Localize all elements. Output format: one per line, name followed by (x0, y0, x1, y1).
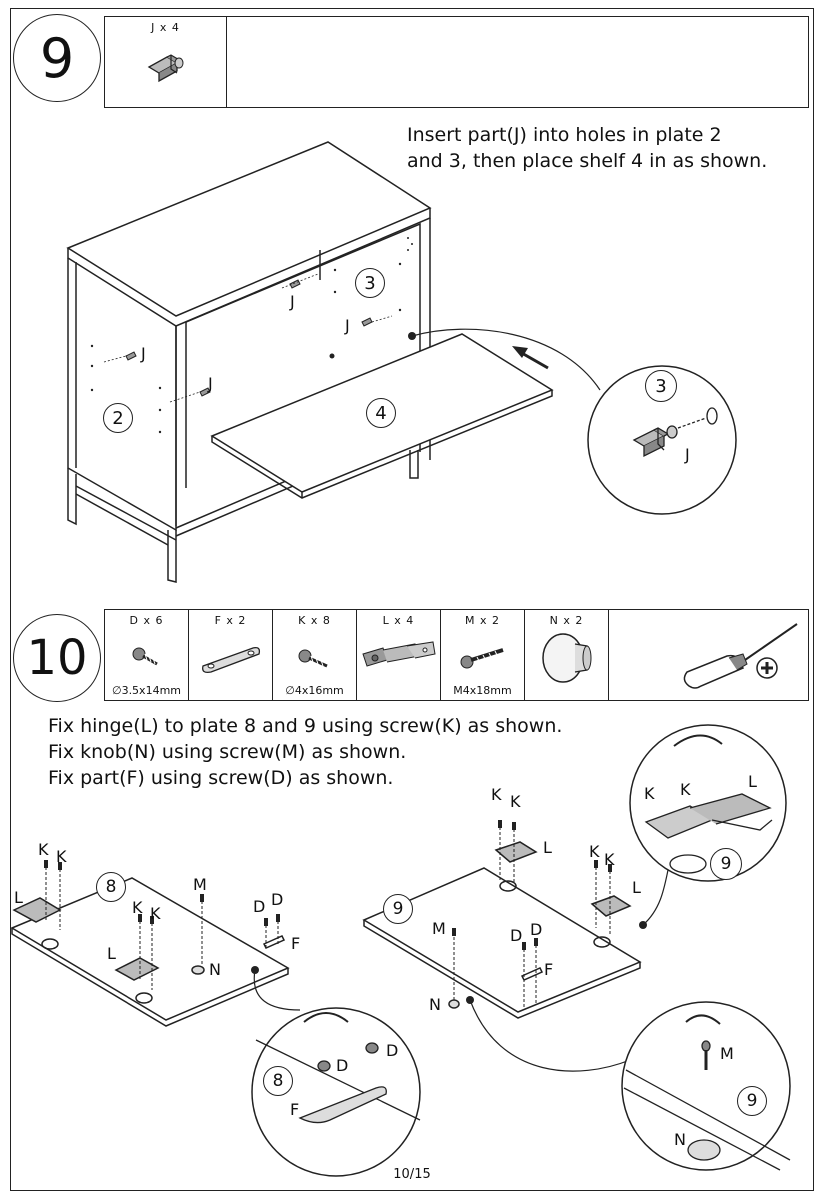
screw-k-label-2: K (56, 847, 67, 866)
detail-9-hinge-label: 9 (710, 848, 742, 880)
detail-8-label: 8 (263, 1066, 293, 1096)
screw-k-label-3: K (132, 898, 143, 917)
screw-icon (298, 649, 328, 668)
pin-j-label-4: J (345, 316, 350, 335)
hinge-l-label-2: L (107, 944, 116, 963)
pin-j-label-1: J (141, 344, 146, 363)
detail-screw-m-label: M (720, 1044, 734, 1063)
part-n-qty: N x 2 (549, 614, 584, 627)
screw-k-label-7: K (589, 842, 600, 861)
detail-3-label: 3 (645, 370, 677, 402)
connector-plate-icon (202, 646, 261, 674)
detail-knob-n-label: N (674, 1130, 686, 1149)
pin-j-label-2: J (208, 374, 213, 393)
plate-2-label: 2 (103, 403, 133, 433)
screw-k-label-8: K (604, 850, 615, 869)
step-10-instruction: Fix hinge(L) to plate 8 and 9 using scre… (48, 715, 563, 789)
hinge-l-label-4: L (632, 878, 641, 897)
part-m-spec: M4x18mm (453, 684, 512, 697)
part-k-spec: ∅4x16mm (285, 684, 344, 697)
hinge-l-label-1: L (14, 888, 23, 907)
part-cell-k: K x 8 ∅4x16mm (273, 610, 357, 700)
knob-n-label-2: N (429, 995, 441, 1014)
detail-screw-k-label-1: K (644, 784, 655, 803)
part-k-qty: K x 8 (298, 614, 331, 627)
page-number: 10/15 (393, 1167, 431, 1182)
part-f-qty: F x 2 (214, 614, 247, 627)
step-9-instruction: Insert part(J) into holes in plate 2 and… (407, 124, 768, 172)
screw-k-label-6: K (510, 792, 521, 811)
detail-part-f-label: F (290, 1100, 300, 1119)
pin-j-label-3: J (290, 292, 295, 311)
hinge-icon (362, 641, 436, 667)
part-cell-m: M x 2 M4x18mm (441, 610, 525, 700)
part-cell-j: J x 4 (105, 17, 227, 107)
screw-k-label-1: K (38, 840, 49, 859)
step-10-parts-box: D x 6 ∅3.5x14mm F x 2 K x 8 ∅4x16mm L x … (104, 609, 809, 701)
plate-8-label: 8 (96, 872, 126, 902)
detail-9-knob-label: 9 (737, 1086, 767, 1116)
step-9-parts-box: J x 4 (104, 16, 809, 108)
screw-icon (132, 647, 158, 666)
part-cell-d: D x 6 ∅3.5x14mm (105, 610, 189, 700)
part-cell-n: N x 2 (525, 610, 609, 700)
detail-screw-k-label-2: K (680, 780, 691, 799)
part-cell-f: F x 2 (189, 610, 273, 700)
screw-d-label-3: D (510, 926, 523, 945)
detail-screw-d-label-2: D (386, 1041, 399, 1060)
screwdriver-icon (683, 623, 798, 689)
screw-k-label-4: K (150, 904, 161, 923)
part-d-spec: ∅3.5x14mm (111, 684, 181, 697)
shelf-4-label: 4 (366, 398, 396, 428)
part-m-qty: M x 2 (465, 614, 500, 627)
part-f-label-2: F (544, 960, 554, 979)
step-10-number: 10 (13, 614, 101, 702)
screw-d-label-4: D (530, 920, 543, 939)
detail-j-label: J (685, 445, 690, 464)
part-j-qty: J x 4 (151, 21, 180, 34)
screw-m-label-1: M (193, 875, 207, 894)
screw-d-label-1: D (253, 897, 266, 916)
part-f-label-1: F (291, 934, 301, 953)
hinge-l-label-3: L (543, 838, 552, 857)
knob-n-label-1: N (209, 960, 221, 979)
bolt-icon (460, 648, 504, 669)
step-9-number: 9 (13, 14, 101, 102)
detail-screw-d-label-1: D (336, 1056, 349, 1075)
page-frame (10, 8, 814, 1191)
knob-icon (542, 633, 592, 683)
part-d-qty: D x 6 (129, 614, 164, 627)
part-cell-l: L x 4 (357, 610, 441, 700)
plate-3-label: 3 (355, 268, 385, 298)
plate-9-label: 9 (383, 894, 413, 924)
shelf-pin-icon (147, 54, 184, 83)
screw-m-label-2: M (432, 919, 446, 938)
part-l-qty: L x 4 (382, 614, 415, 627)
screw-d-label-2: D (271, 890, 284, 909)
detail-hinge-l-label: L (748, 772, 757, 791)
screw-k-label-5: K (491, 785, 502, 804)
